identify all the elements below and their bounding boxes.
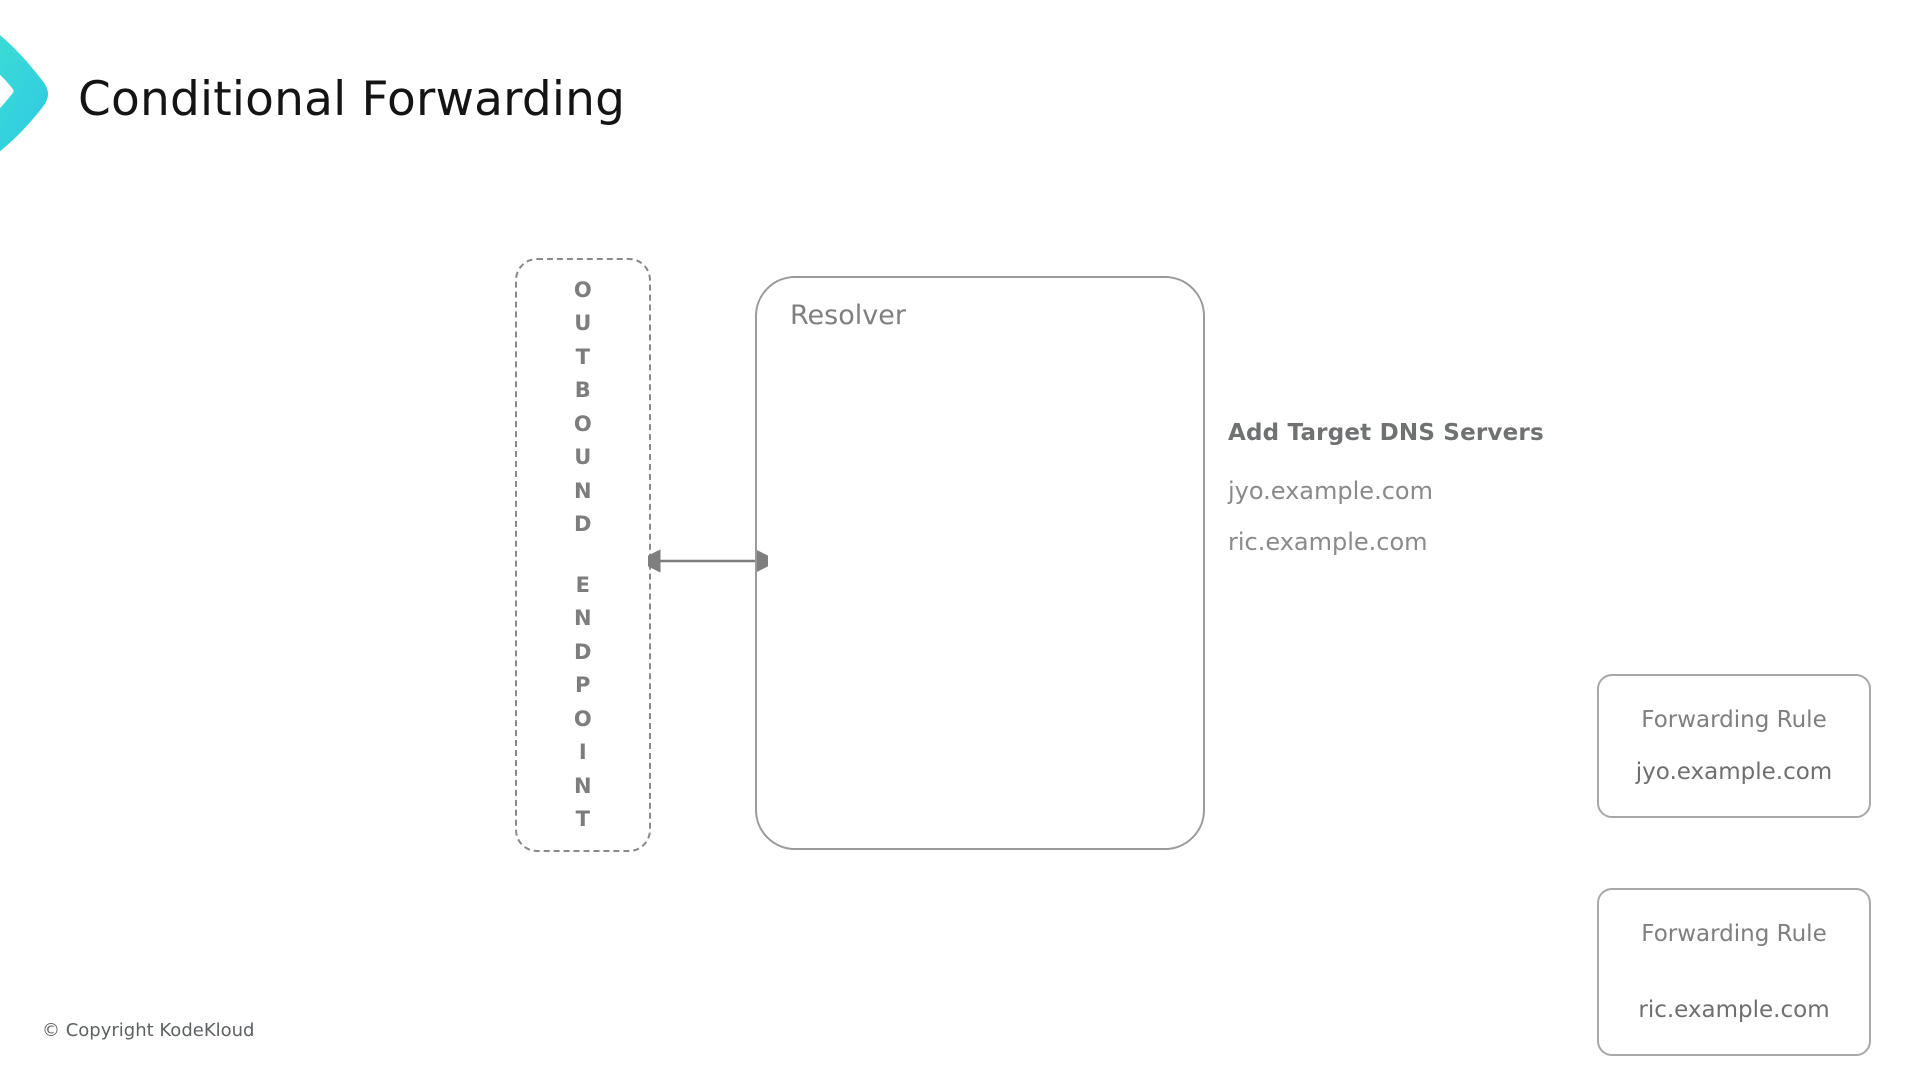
endpoint-letter: O (573, 411, 593, 436)
forwarding-rule-domain: jyo.example.com (1635, 759, 1833, 785)
resolver-label: Resolver (790, 300, 906, 331)
forwarding-rule-box-2: Forwarding Rule ric.example.com (1597, 888, 1871, 1056)
annotation-block: Add Target DNS Servers jyo.example.com r… (1228, 420, 1648, 579)
endpoint-letter: P (575, 673, 591, 697)
endpoint-letter: B (574, 378, 592, 402)
kodekloud-chevron-logo (0, 35, 48, 152)
forwarding-rule-domain: ric.example.com (1638, 997, 1830, 1023)
annotation-item-2: ric.example.com (1228, 528, 1428, 556)
endpoint-letter: U (574, 311, 592, 335)
endpoint-letter: T (575, 344, 591, 369)
chevron-shape (0, 35, 48, 152)
endpoint-letter: I (578, 740, 588, 764)
endpoint-letter: D (574, 639, 592, 664)
endpoint-letter: O (573, 277, 593, 302)
footer-copyright: © Copyright KodeKloud (42, 1020, 255, 1041)
endpoint-letter: D (574, 512, 592, 536)
forwarding-rule-box-1: Forwarding Rule jyo.example.com (1597, 674, 1871, 818)
endpoint-letter: U (574, 445, 592, 469)
endpoint-letter: E (575, 572, 591, 597)
annotation-item-1: jyo.example.com (1228, 477, 1433, 505)
endpoint-letter: N (573, 478, 593, 503)
bidirectional-arrow-icon (648, 549, 768, 573)
forwarding-rule-title: Forwarding Rule (1641, 707, 1827, 733)
endpoint-letter: N (573, 606, 593, 630)
outbound-endpoint-box: O U T B O U N D E N D P O I N T (515, 258, 651, 852)
endpoint-letter: N (573, 773, 593, 798)
resolver-box: Resolver Forwarding Rule jyo.example.com… (755, 276, 1871, 1056)
endpoint-letter: O (573, 706, 593, 731)
endpoint-label-endpoint: E N D P O I N T (574, 569, 592, 837)
forwarding-rule-title: Forwarding Rule (1641, 921, 1827, 947)
annotation-heading: Add Target DNS Servers (1228, 420, 1544, 446)
endpoint-label-outbound: O U T B O U N D (574, 274, 592, 542)
endpoint-letter: T (575, 807, 591, 831)
page-title: Conditional Forwarding (78, 72, 626, 127)
